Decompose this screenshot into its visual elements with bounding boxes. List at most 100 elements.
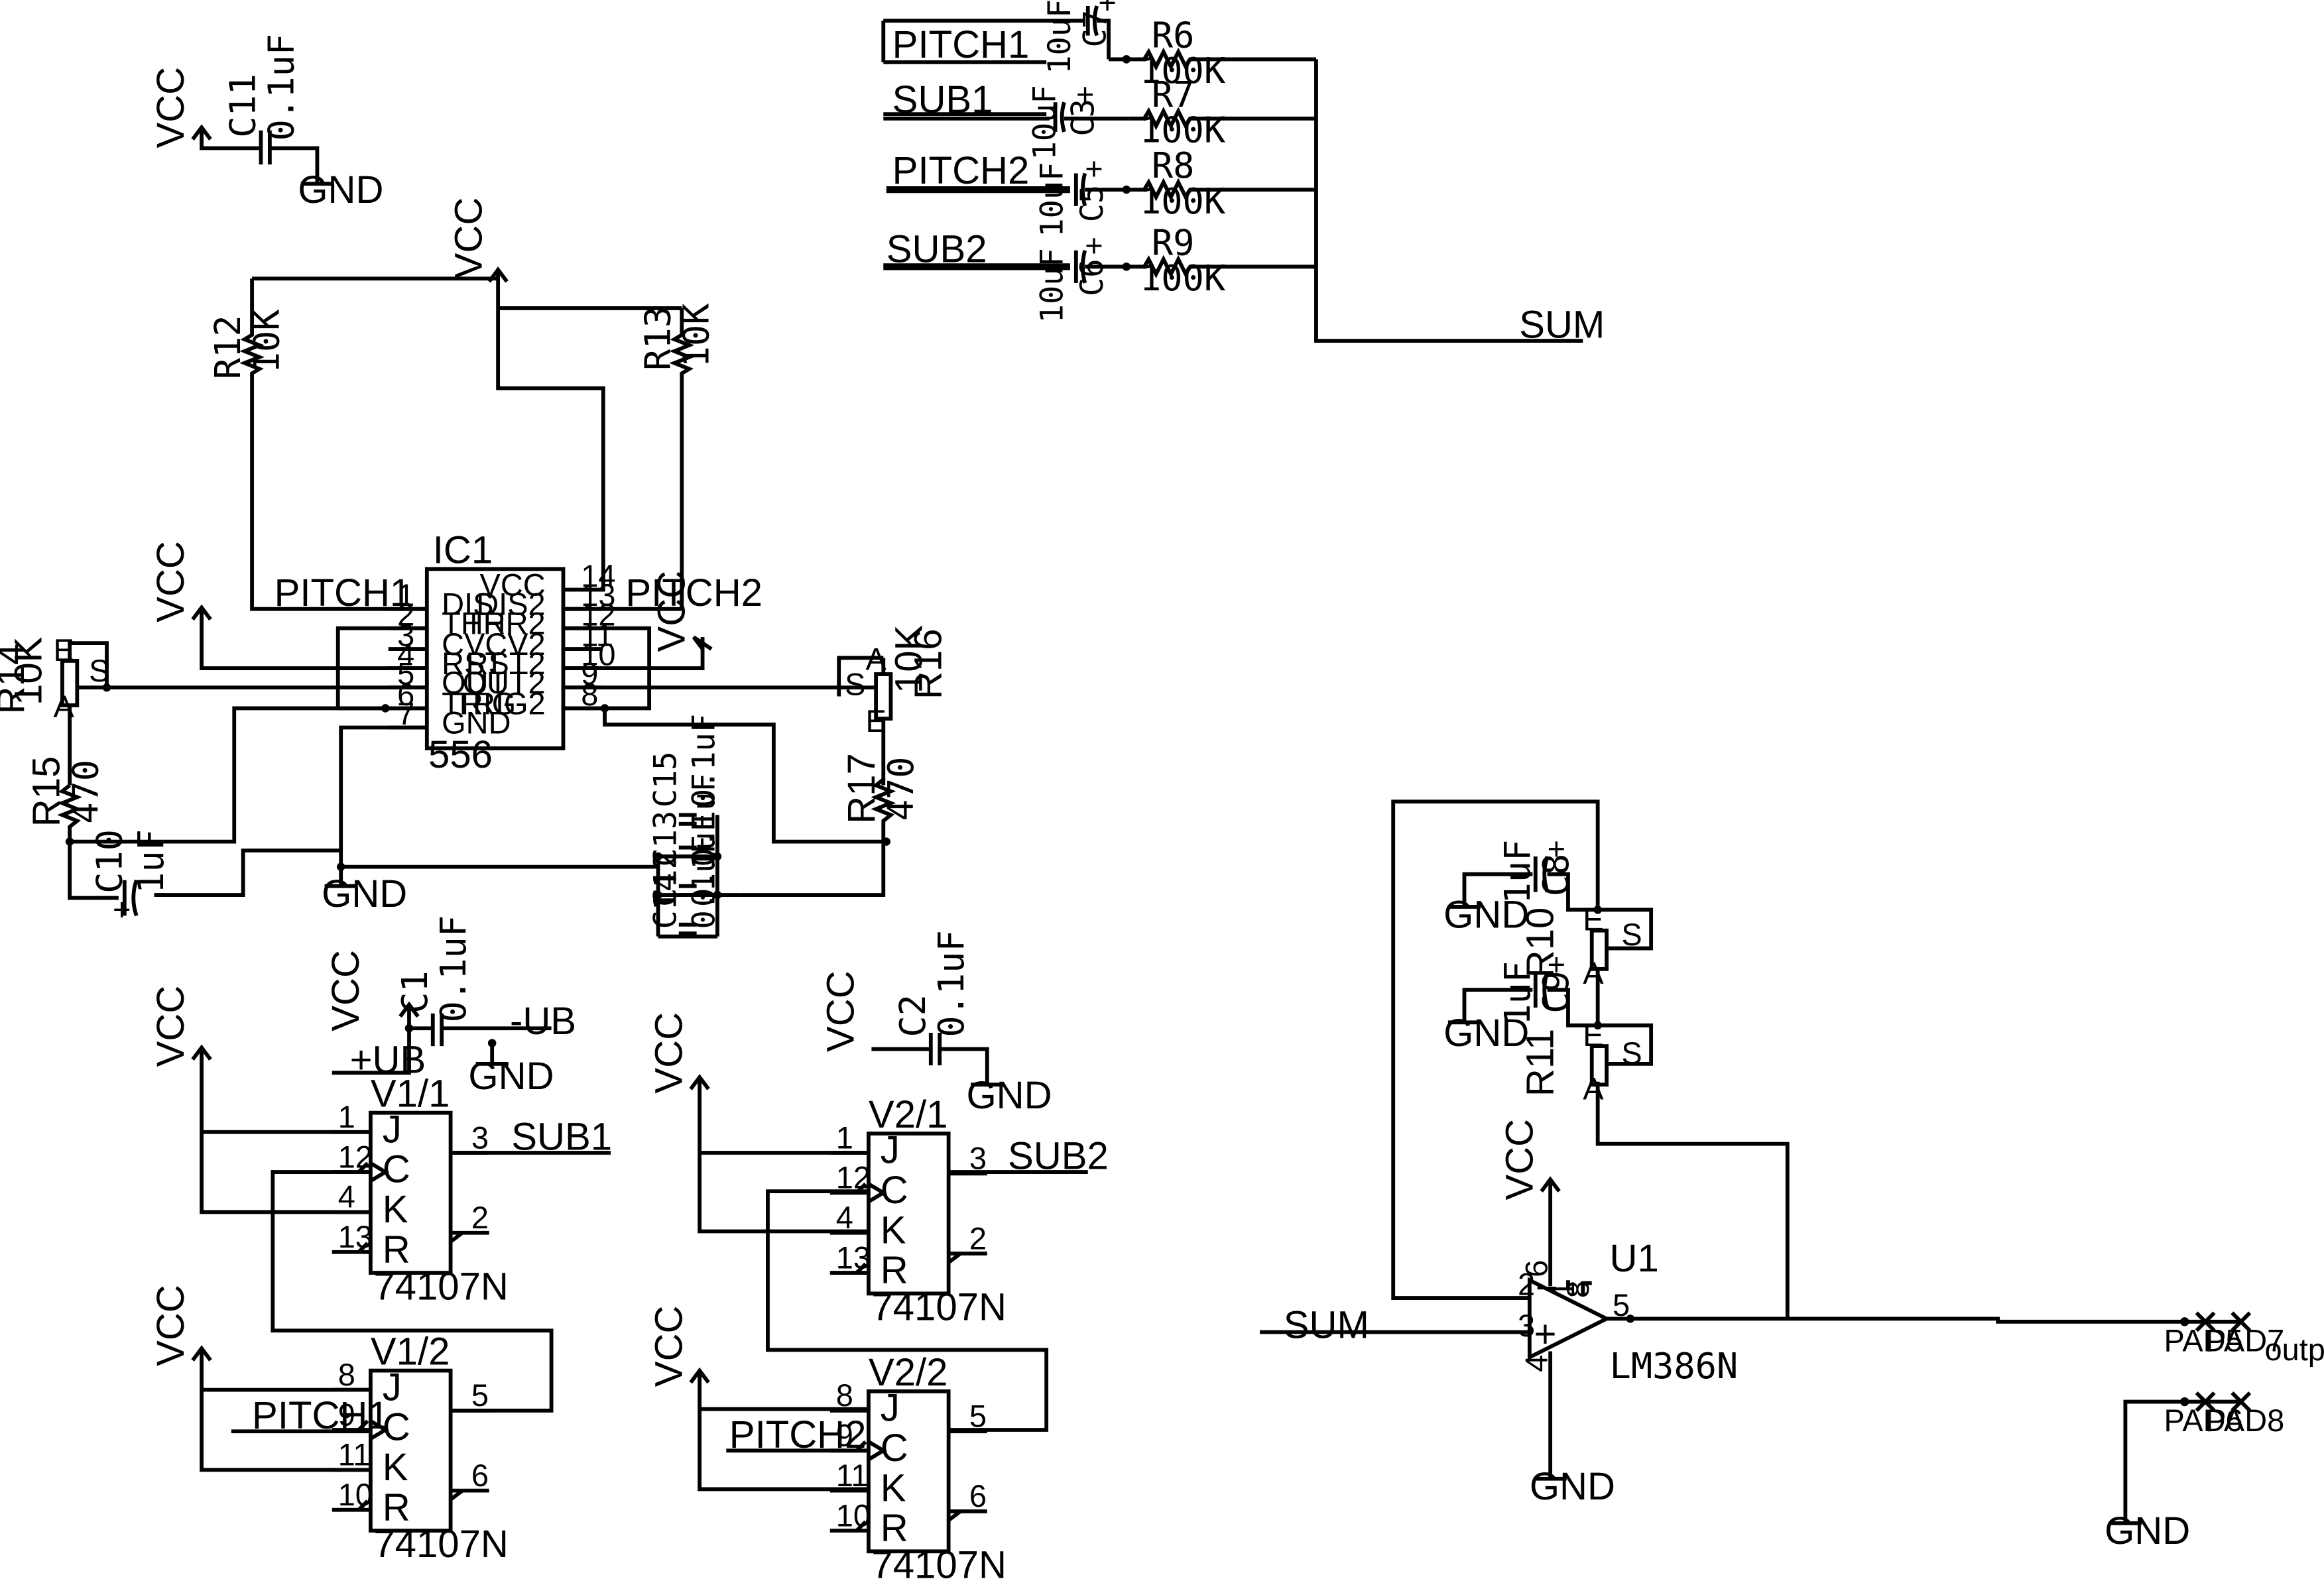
- r8-ref: R8: [1152, 145, 1195, 186]
- vcc-label: VCC: [149, 986, 192, 1067]
- ff-pin-num: 12: [338, 1140, 373, 1174]
- ff-pin-num: 4: [836, 1200, 853, 1235]
- ic1-pin-num: 7: [397, 697, 414, 731]
- pot-s-label: S: [89, 654, 109, 688]
- r17-ref: R17: [840, 753, 883, 824]
- vcc-label: VCC: [324, 950, 367, 1031]
- net-label-sub2: SUB2: [1008, 1135, 1109, 1178]
- c2-value: 0.1uF: [930, 930, 972, 1037]
- ff-pin-num: 6: [969, 1479, 987, 1513]
- c8-ref: C8: [1535, 854, 1577, 897]
- ff-pin-name: C: [383, 1406, 410, 1449]
- ic1-pin-name: OUT2: [462, 666, 545, 700]
- r15-value: 470: [65, 760, 107, 824]
- svg-text:+: +: [1548, 947, 1565, 982]
- amp-plus: +: [1534, 1313, 1557, 1356]
- r14-value: 10K: [7, 636, 50, 705]
- r12-value: 10K: [245, 309, 287, 374]
- ic1-pin-num: 4: [397, 638, 414, 672]
- ic1-pin-name: RST2: [466, 646, 546, 681]
- ff-pin-num: 3: [969, 1142, 987, 1176]
- c3-value: 10uF: [1027, 85, 1064, 160]
- c13-value: 0.1uF: [686, 773, 722, 866]
- ff-pin-name: K: [383, 1446, 408, 1489]
- pot-a-label: A: [54, 689, 75, 724]
- c5-value: 10uF: [1034, 162, 1071, 237]
- ic1-pin-name: TRIG2: [454, 686, 545, 721]
- ff-pin-num: 9: [836, 1419, 853, 1453]
- amp-pin3: 3: [1518, 1309, 1535, 1343]
- plus-ub-label: +UB: [350, 1038, 426, 1081]
- ic1-pin-name: RST: [442, 646, 504, 681]
- r11-ref: R11: [1519, 1029, 1562, 1096]
- pot-e-label: E: [54, 633, 74, 668]
- c6-value: 10uF: [1034, 248, 1071, 323]
- pot-e-label: E: [1583, 903, 1603, 937]
- pot-s-label: S: [1621, 917, 1642, 952]
- ic1-pin-name: CV: [442, 627, 485, 662]
- ic1-pin-num: 5: [397, 657, 414, 691]
- minus-ub-label: -UB: [510, 1000, 576, 1043]
- svg-text:+: +: [113, 892, 131, 927]
- ff-value: 74107N: [373, 1523, 509, 1566]
- c1-ref: C1: [394, 970, 436, 1014]
- vcc-label: VCC: [149, 541, 192, 622]
- amp-u1: U1 LM386N − + 2 3 4 5 6 1 8 VCC GND SUM: [1260, 799, 2185, 1508]
- ff-value: 74107N: [871, 1286, 1007, 1329]
- ic1-pin-name: DIS: [442, 587, 493, 622]
- c3-ref: C3: [1066, 99, 1102, 137]
- gnd-label: GND: [1443, 893, 1529, 936]
- c1-value: 0.1uF: [432, 915, 474, 1022]
- ff-pin-num: 1: [836, 1120, 853, 1155]
- ff-pin-num: 13: [836, 1240, 871, 1275]
- ff-pin-name: C: [383, 1148, 410, 1191]
- gnd-label: GND: [1530, 1465, 1615, 1508]
- c10-ref: C10: [88, 829, 130, 894]
- svg-text:+: +: [1076, 78, 1094, 112]
- ic1-pin-name: THR: [442, 607, 505, 641]
- pot-a-label: A: [1583, 1072, 1604, 1106]
- ic1-pin-name: VCC: [480, 568, 546, 603]
- ff-pin-name: R: [383, 1486, 410, 1529]
- c10-value: 1uF: [130, 829, 172, 894]
- net-label-sub1: SUB1: [511, 1116, 612, 1159]
- c5-ref: C5: [1074, 185, 1111, 223]
- output-label: output: [2265, 1332, 2324, 1367]
- r17-value: 470: [880, 756, 922, 821]
- r13-value: 10K: [676, 303, 717, 368]
- pot-s-label: S: [1621, 1036, 1642, 1071]
- c7-value: 10uF: [1042, 0, 1078, 74]
- ic1-pin-name: TRIG: [442, 686, 516, 721]
- c15-value: 0.1uF: [686, 714, 722, 807]
- ff-pin-name: R: [881, 1249, 908, 1292]
- pot-e-label: E: [865, 704, 886, 738]
- ic1-value: 556: [428, 733, 493, 776]
- ff-pin-num: 11: [836, 1458, 869, 1493]
- gnd-label: GND: [2105, 1509, 2190, 1552]
- net-label-sub1-mixer: SUB1: [892, 78, 993, 121]
- pad5-label: PAD5: [2164, 1324, 2243, 1358]
- ff-pin-name: C: [881, 1427, 908, 1470]
- amp-minus: −: [1536, 1267, 1558, 1310]
- net-label-sum-mixer: SUM: [1519, 304, 1605, 347]
- c8-value: 1uF: [1497, 840, 1538, 904]
- ff-pin-num: 1: [338, 1100, 355, 1134]
- c6-ref: C6: [1074, 259, 1111, 297]
- r7-value: 100K: [1140, 109, 1226, 151]
- ic1-pin-name: OUT: [442, 666, 507, 700]
- net-label-pitch2-mixer: PITCH2: [892, 149, 1030, 192]
- gnd-label: GND: [1443, 1012, 1529, 1055]
- c11-ref: C11: [222, 74, 264, 138]
- c14-value: 0.1uF: [686, 835, 722, 929]
- svg-text:+: +: [1085, 229, 1103, 263]
- ff-pin-num: 8: [338, 1358, 355, 1392]
- ff-ref: V2/2: [869, 1351, 948, 1394]
- gnd-label: GND: [322, 872, 407, 915]
- ff-ref: V2/1: [869, 1093, 948, 1136]
- amp-value: LM386N: [1610, 1345, 1739, 1387]
- c12-value: 0.1uF: [686, 813, 722, 907]
